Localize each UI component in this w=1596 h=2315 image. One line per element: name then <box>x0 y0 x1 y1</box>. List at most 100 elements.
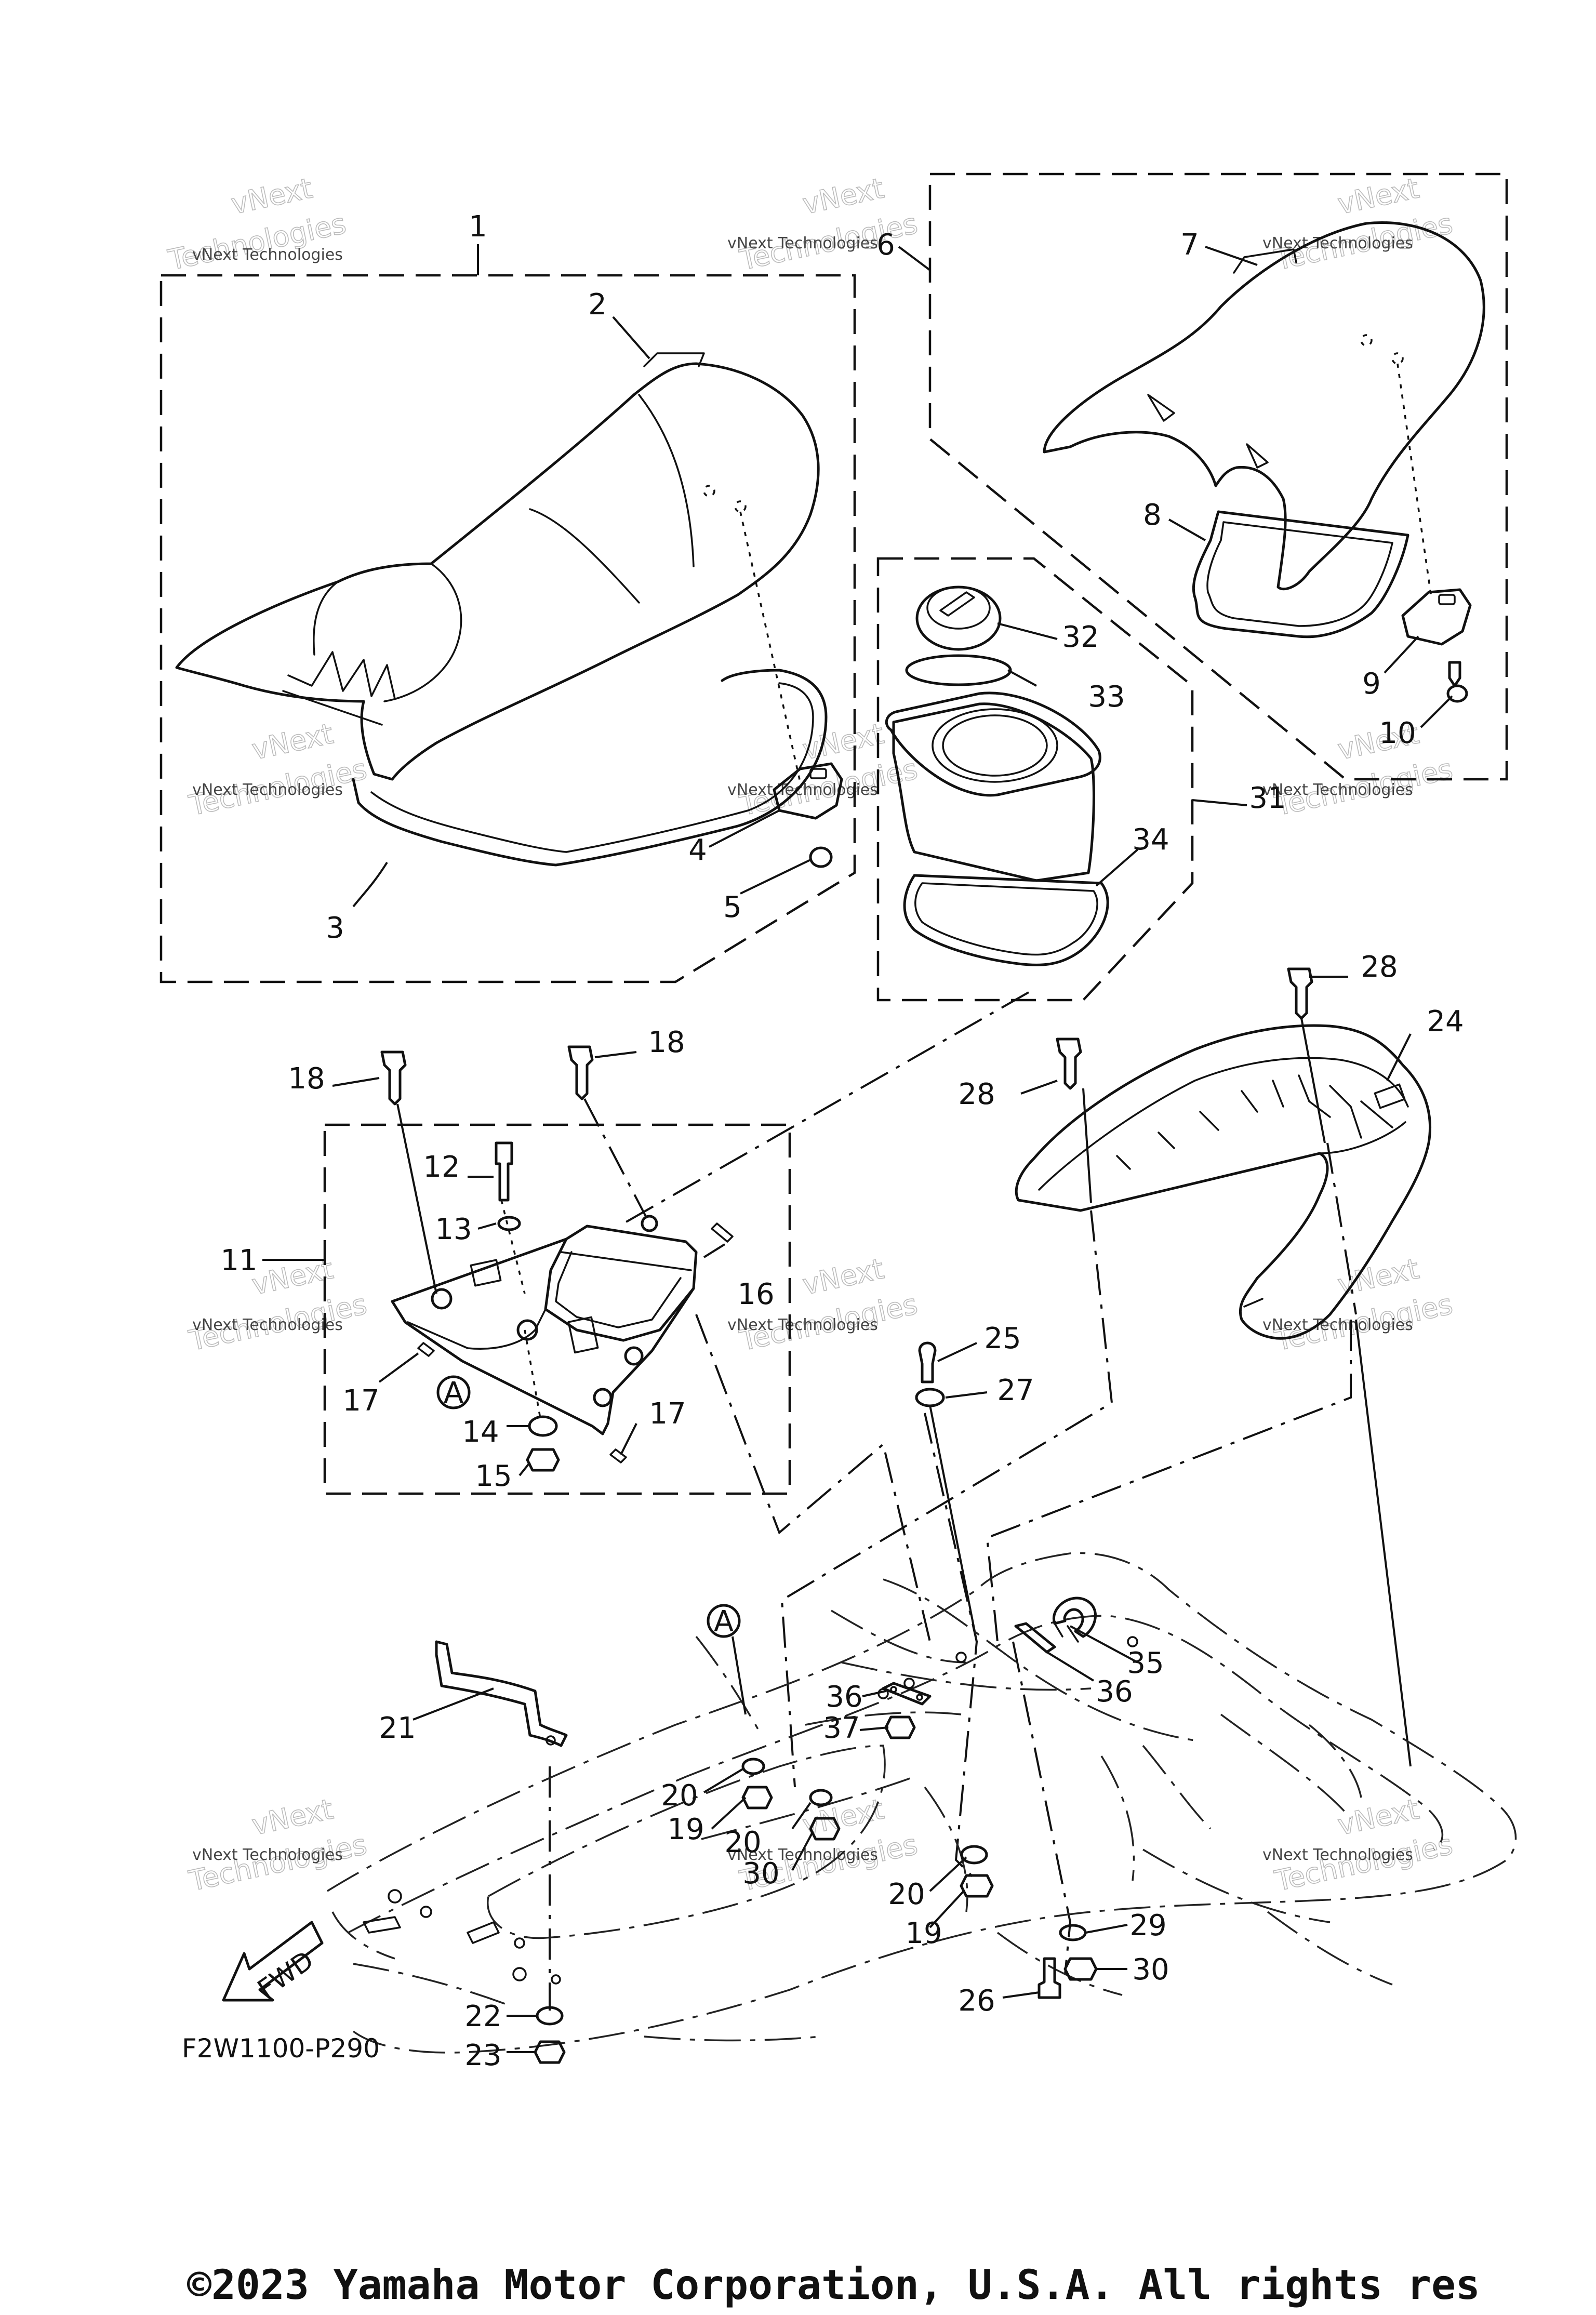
bracket-assy <box>391 1141 734 1472</box>
bracket-bolt <box>495 1141 513 1202</box>
nut-30-b <box>809 1817 841 1841</box>
storage-box-assy-box <box>876 557 1194 1002</box>
watermark-vnext: vNext <box>1335 171 1421 220</box>
label-9: 9 <box>1362 667 1381 701</box>
rail-bolt-28-left <box>1056 1037 1082 1090</box>
label-22: 22 <box>464 2000 501 2033</box>
seat-rivet <box>703 485 715 497</box>
part-labels: 1 2 3 4 5 6 7 8 9 10 11 12 13 14 15 16 1… <box>220 210 1464 2072</box>
storage-o-ring <box>905 654 1012 686</box>
label-6: 6 <box>876 228 895 262</box>
label-12: 12 <box>423 1150 460 1184</box>
seat-gasket <box>352 669 828 867</box>
seat-cover-inner <box>383 563 462 702</box>
bracket-washer-lower <box>528 1415 558 1437</box>
label-16: 16 <box>737 1278 774 1311</box>
bolt-26 <box>1038 1957 1061 1999</box>
grab-rail <box>915 967 1431 1407</box>
seat-bracket <box>391 1225 698 1435</box>
copyright-notice: ©2023 Yamaha Motor Corporation, U.S.A. A… <box>187 2262 1480 2309</box>
label-15: 15 <box>475 1459 512 1493</box>
label-30-b: 30 <box>1132 1953 1169 1987</box>
watermark-text: vNext Technologies <box>192 246 343 264</box>
label-29: 29 <box>1129 1909 1166 1943</box>
rear-seat-cover <box>1043 221 1485 591</box>
label-1: 1 <box>469 210 487 244</box>
seat-assy-box <box>159 274 856 983</box>
seat-lock-nut <box>809 846 833 868</box>
seat-underside-grip <box>287 651 396 700</box>
watermark-text: vNext Technologies <box>1262 781 1413 799</box>
nut-19-c <box>960 1874 994 1898</box>
label-2: 2 <box>588 288 607 322</box>
label-5: 5 <box>723 890 742 924</box>
grab-rail-body <box>1015 1024 1431 1340</box>
rear-seat-lock-bracket <box>1401 588 1472 646</box>
label-20-c: 20 <box>888 1878 925 1911</box>
label-31: 31 <box>1249 781 1286 815</box>
label-28-left: 28 <box>958 1077 995 1111</box>
label-35: 35 <box>1127 1646 1164 1680</box>
label-4: 4 <box>688 833 707 867</box>
watermark-vnext: vNext <box>800 1252 886 1301</box>
figure-code: F2W1100-P290 <box>182 2033 380 2064</box>
storage-box <box>885 586 1109 966</box>
label-27: 27 <box>997 1374 1034 1407</box>
label-20-b: 20 <box>724 1826 761 1859</box>
rail-washer-27 <box>915 1388 945 1407</box>
callout-leaders <box>262 244 1453 2053</box>
label-13: 13 <box>435 1213 472 1246</box>
fwd-arrow: FWD <box>222 1921 324 2004</box>
label-14: 14 <box>462 1415 499 1449</box>
ref-circle-a-lower <box>707 1604 741 1638</box>
ref-circle-a-upper <box>436 1375 471 1409</box>
rail-bolt-28-top <box>1287 967 1313 1020</box>
seat-lock-bracket <box>773 762 843 820</box>
watermark-vnext: vNext <box>249 717 336 766</box>
watermark-text: vNext Technologies <box>727 234 878 252</box>
label-34: 34 <box>1132 823 1169 857</box>
label-18-right: 18 <box>648 1026 685 1059</box>
bracket-assy-box <box>323 1123 791 1495</box>
nut-19-a <box>741 1786 773 1810</box>
nut-30-d <box>1063 1957 1098 1981</box>
watermark-vnext: vNext <box>228 171 315 220</box>
seat-front <box>175 352 843 868</box>
label-21: 21 <box>379 1711 416 1745</box>
washer-20-c <box>960 1845 988 1865</box>
seat-rivet <box>734 500 747 513</box>
label-10: 10 <box>1379 716 1416 750</box>
bracket-nut <box>526 1448 560 1472</box>
label-18-left: 18 <box>288 1062 325 1096</box>
watermark-vnext: vNext <box>800 171 886 220</box>
label-36-left: 36 <box>826 1680 862 1714</box>
watermark-vnext: vNext <box>1335 1792 1421 1841</box>
deck-outline <box>327 1552 1517 2054</box>
watermark-text: vNext Technologies <box>1262 1316 1413 1334</box>
ref-markers: A A <box>436 1375 747 1715</box>
label-11: 11 <box>220 1244 257 1278</box>
label-24: 24 <box>1427 1005 1464 1039</box>
label-32: 32 <box>1062 620 1099 654</box>
watermark-text: vNext Technologies <box>1262 234 1413 252</box>
watermark-vnext: vNext <box>249 1792 336 1841</box>
label-17-left: 17 <box>342 1384 379 1418</box>
label-30-a: 30 <box>742 1857 779 1891</box>
nut-37 <box>884 1715 916 1739</box>
label-19-a: 19 <box>667 1813 704 1846</box>
label-26: 26 <box>958 1984 995 2018</box>
ref-mark-a-lower: A <box>714 1605 734 1639</box>
label-19-b: 19 <box>905 1917 942 1950</box>
label-8: 8 <box>1143 498 1162 532</box>
label-37: 37 <box>823 1711 860 1745</box>
bolt-18-right <box>567 1045 594 1100</box>
watermark-text: vNext Technologies <box>192 1846 343 1864</box>
label-36-right: 36 <box>1096 1675 1133 1709</box>
watermark-text: vNext Technologies <box>727 1316 878 1334</box>
rear-seat-bolt <box>1448 661 1461 687</box>
hull-deck <box>327 1552 1517 2054</box>
label-17-right: 17 <box>649 1397 686 1431</box>
plate-36-right <box>1014 1622 1056 1654</box>
group-boxes <box>159 172 1508 1495</box>
